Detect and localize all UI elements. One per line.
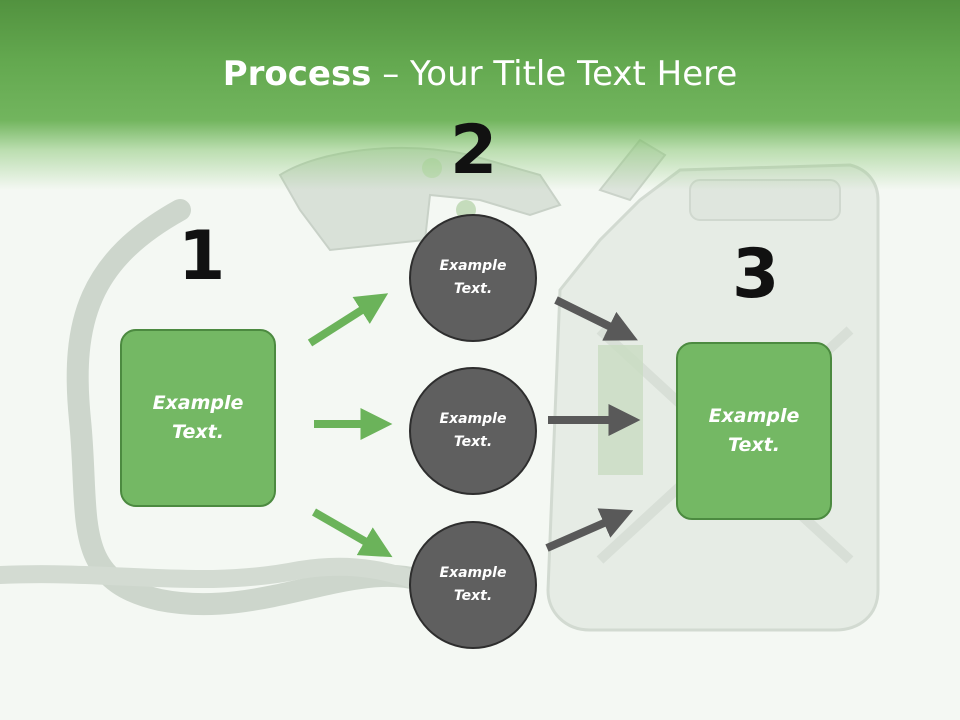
step-number-3: 3 [732, 235, 780, 314]
bottom-circle: Example Text. [409, 521, 537, 649]
right-step-box-text: Example Text. [708, 405, 800, 456]
title-bold: Process [222, 54, 372, 94]
bottom-circle-text: Example Text. [439, 565, 507, 604]
grey-arrow-up [545, 508, 634, 552]
top-circle: Example Text. [409, 214, 537, 342]
green-arrow-down [312, 508, 393, 558]
header-band [0, 0, 960, 190]
title-rest: – Your Title Text Here [371, 54, 738, 94]
step-number-2: 2 [450, 111, 498, 190]
top-circle-text: Example Text. [439, 258, 507, 297]
green-arrow-up [307, 293, 389, 347]
middle-circle-text: Example Text. [439, 411, 507, 450]
middle-circle: Example Text. [409, 367, 537, 495]
left-step-box: Example Text. [120, 329, 276, 507]
step-number-1: 1 [178, 217, 226, 296]
grey-arrow-down [554, 296, 638, 341]
right-step-box: Example Text. [676, 342, 832, 520]
left-step-box-text: Example Text. [152, 392, 244, 443]
slide-title: Process – Your Title Text Here [0, 52, 960, 96]
